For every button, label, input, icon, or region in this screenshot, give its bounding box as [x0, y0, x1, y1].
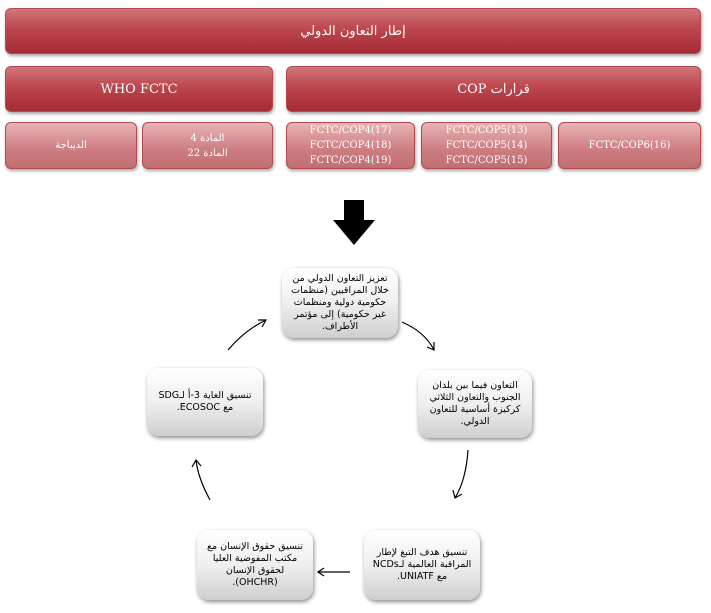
down-arrow-icon [333, 200, 375, 245]
article-4: المادة 4 [190, 132, 225, 144]
cop4-17: FCTC/COP4(17) [309, 125, 392, 136]
cycle-arrow-right-down [454, 449, 469, 499]
cycle-box-south-south: التعاون فيما بين بلدان الجنوب والتعاون ا… [418, 370, 532, 438]
articles-box: المادة 4 المادة 22 [142, 122, 273, 169]
preamble-box: الديباجة [5, 122, 137, 169]
cop-decisions-box: قرارات COP [286, 66, 701, 112]
cop5-box: FCTC/COP5(13) FCTC/COP5(14) FCTC/COP5(15… [421, 122, 552, 169]
cycle-arrow-top-right [401, 321, 435, 351]
cycle-box-ohchr: تنسيق حقوق الإنسان مع مكتب المفوضية العل… [197, 530, 313, 600]
framework-title: إطار التعاون الدولي [5, 8, 701, 54]
cycle-arrow-left-top [227, 319, 267, 351]
cop4-18: FCTC/COP4(18) [309, 140, 392, 151]
cop5-15: FCTC/COP5(15) [445, 155, 528, 166]
cop6-box: FCTC/COP6(16) [558, 122, 701, 169]
cop4-19: FCTC/COP4(19) [309, 155, 392, 166]
cop5-14: FCTC/COP5(14) [445, 140, 528, 151]
who-fctc-box: WHO FCTC [5, 66, 273, 112]
cop4-box: FCTC/COP4(17) FCTC/COP4(18) FCTC/COP4(19… [286, 122, 415, 169]
cycle-box-ncds: تنسيق هدف التبغ لإطار المراقبة العالمية … [364, 530, 480, 600]
cycle-arrow-left-up [195, 459, 211, 501]
cycle-box-sdg: تنسيق الغاية 3-أ لـSDG مع ECOSOC. [147, 368, 263, 436]
cop5-13: FCTC/COP5(13) [445, 125, 528, 136]
article-22: المادة 22 [187, 147, 228, 159]
preamble-label: الديباجة [55, 140, 87, 151]
cycle-box-observers: تعزيز التعاون الدولي من خلال المراقبين (… [282, 268, 398, 338]
cop6-16: FCTC/COP6(16) [588, 140, 671, 151]
